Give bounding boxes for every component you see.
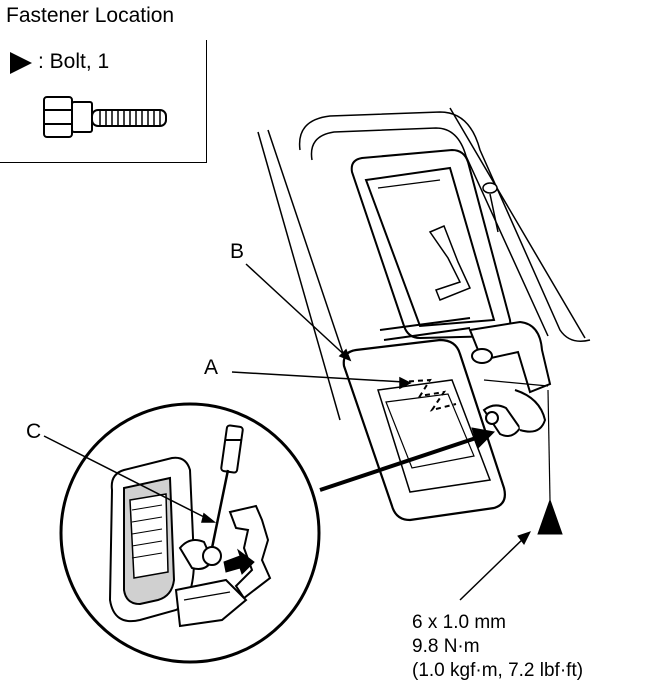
legend-label: : Bolt, 1 <box>38 50 110 73</box>
screw-hole-icon <box>482 182 499 233</box>
callout-c: C <box>26 420 42 443</box>
triangle-marker-icon <box>537 498 563 535</box>
triangle-marker-icon <box>10 52 32 74</box>
page-title: Fastener Location <box>6 4 175 27</box>
bezel-b <box>342 338 506 522</box>
spec-torque-nm: 9.8 N·m <box>412 636 480 657</box>
leader-lines <box>43 263 412 523</box>
bolt-icon <box>43 96 167 138</box>
inner-handle <box>350 148 512 340</box>
detail-handle <box>108 456 196 622</box>
bolt-location-marker <box>459 379 563 601</box>
magnify-arrow <box>319 427 496 492</box>
callout-b: B <box>230 240 245 263</box>
detail-rod-clip <box>174 424 272 628</box>
latch-mechanism <box>379 317 552 437</box>
detail-arrow-icon <box>223 548 255 575</box>
rod-a <box>399 378 457 412</box>
callout-a: A <box>204 356 219 379</box>
legend-box: : Bolt, 1 <box>0 40 207 163</box>
spec-torque-alt: (1.0 kgf·m, 7.2 lbf·ft) <box>412 660 584 681</box>
door-panel <box>257 107 591 421</box>
spec-size: 6 x 1.0 mm <box>412 612 506 633</box>
